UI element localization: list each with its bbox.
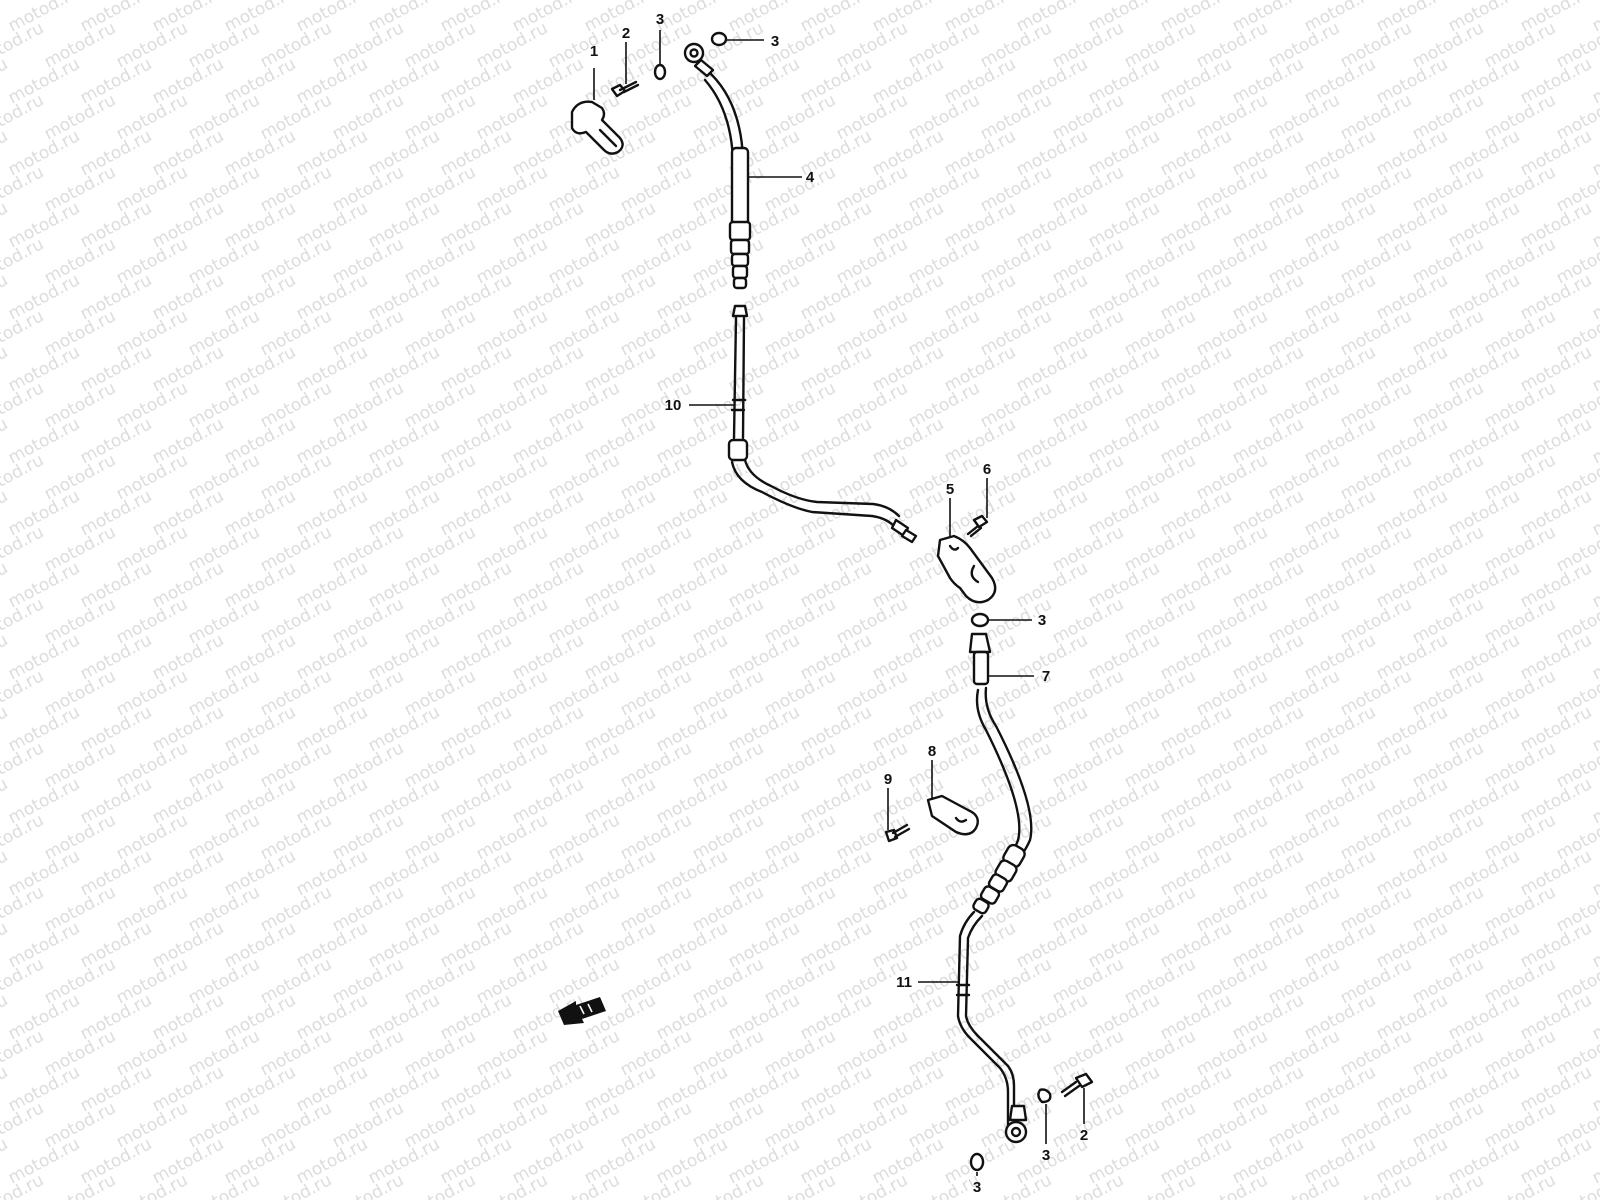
callout-3b: 3 bbox=[771, 33, 779, 50]
callout-7: 7 bbox=[1042, 668, 1050, 685]
callout-8: 8 bbox=[928, 743, 936, 760]
watermark-text: motod.ru bbox=[1589, 918, 1600, 972]
callout-6: 6 bbox=[983, 461, 991, 478]
watermark-text: motod.ru bbox=[1589, 198, 1600, 252]
callout-3a: 3 bbox=[656, 11, 664, 28]
part-3-washer-bottom bbox=[969, 1152, 985, 1172]
watermark-text: motod.ru bbox=[1589, 270, 1600, 324]
watermark-text: motod.ru bbox=[1589, 414, 1600, 468]
callout-3e: 3 bbox=[973, 1179, 981, 1196]
callout-10: 10 bbox=[665, 397, 682, 414]
watermark-text: motod.ru bbox=[1589, 990, 1600, 1044]
watermark-text: motod.ru bbox=[1589, 1134, 1600, 1188]
part-3-washer-bottom-right bbox=[1037, 1088, 1052, 1104]
callout-1: 1 bbox=[590, 43, 598, 60]
watermark-text: motod.ru bbox=[1589, 1062, 1600, 1116]
watermark-text: motod.ru bbox=[1589, 774, 1600, 828]
watermark-text: motod.ru bbox=[1589, 630, 1600, 684]
part-3-washer-top-left bbox=[653, 63, 667, 81]
callout-5: 5 bbox=[946, 481, 954, 498]
watermark-text: motod.ru bbox=[1589, 486, 1600, 540]
part-3-washer-middle bbox=[970, 612, 990, 628]
watermark-text: motod.ru bbox=[1589, 0, 1600, 36]
callout-3c: 3 bbox=[1038, 612, 1046, 629]
watermark-text: motod.ru bbox=[1589, 54, 1600, 108]
callout-2b: 2 bbox=[1080, 1127, 1088, 1144]
watermark-text: motod.ru bbox=[1589, 342, 1600, 396]
watermark-text: motod.ru bbox=[1589, 558, 1600, 612]
part-3-washer-top-right bbox=[710, 31, 728, 47]
callout-9: 9 bbox=[884, 771, 892, 788]
callout-11: 11 bbox=[896, 974, 912, 991]
callout-2a: 2 bbox=[622, 25, 630, 42]
watermark-text: motod.ru bbox=[1589, 846, 1600, 900]
watermark-text: motod.ru bbox=[1589, 126, 1600, 180]
watermark-text: motod.ru bbox=[1589, 702, 1600, 756]
callout-3d: 3 bbox=[1042, 1147, 1050, 1164]
callout-4: 4 bbox=[806, 169, 815, 186]
